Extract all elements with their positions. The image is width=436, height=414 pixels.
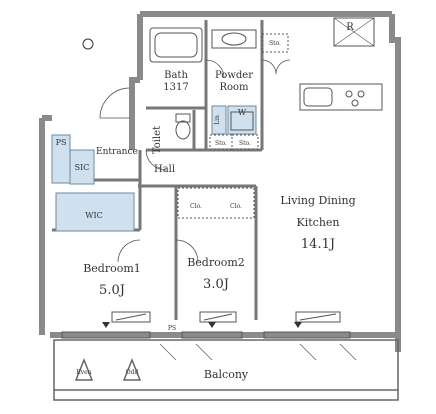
- burner-2: [357, 90, 365, 98]
- north-arrow-icon: [82, 38, 94, 50]
- sink-counter: [211, 29, 257, 49]
- wic-area: [55, 192, 135, 232]
- ldk-size: 14.1J: [301, 237, 335, 252]
- sto-top-label: Sto.: [269, 40, 281, 47]
- burner-3: [351, 99, 359, 107]
- even-label: Even: [76, 369, 91, 376]
- bedroom2-size: 3.0J: [203, 277, 229, 292]
- outer-walls: [39, 11, 401, 352]
- washer-area: [227, 105, 257, 135]
- fixtures: [61, 17, 383, 339]
- balcony-label: Balcony: [204, 368, 249, 381]
- entrance-door-swing[interactable]: [99, 87, 131, 119]
- burner-1: [345, 90, 353, 98]
- bathtub-inner: [154, 32, 198, 58]
- sto-door-swing[interactable]: [261, 59, 291, 75]
- sto-a-label: Sto.: [215, 140, 227, 147]
- powder-line2: Room: [219, 82, 249, 93]
- clo-a-label: Clo.: [190, 203, 202, 210]
- bath-door-swing[interactable]: [205, 59, 225, 79]
- toilet-door-swing[interactable]: [145, 149, 167, 171]
- lin-area: [211, 105, 227, 135]
- room-labels: Bath 1317 Powder Room Toilet Hall Entran…: [83, 70, 355, 381]
- bedroom1-door-swing[interactable]: [117, 239, 141, 263]
- bedroom2-name: Bedroom2: [187, 256, 245, 269]
- ps-bottom-label: PS: [168, 325, 176, 332]
- bath-size: 1317: [163, 82, 188, 93]
- window-bedroom1: [61, 331, 151, 339]
- window-ldk: [263, 331, 351, 339]
- refrigerator-box: [333, 17, 375, 47]
- window-markers: [102, 322, 302, 328]
- entrance-label: Entrance: [96, 147, 138, 157]
- ldk-line2: Kitchen: [297, 216, 340, 229]
- ps-top-label: PS: [56, 138, 67, 147]
- washer-box: [230, 111, 254, 131]
- toilet-bowl: [175, 120, 191, 140]
- clo-b-label: Clo.: [230, 203, 242, 210]
- bedroom2-door-swing[interactable]: [175, 239, 199, 263]
- sto-b-label: Sto.: [239, 140, 251, 147]
- storage-outlines: [177, 33, 289, 219]
- kitchen-sink: [303, 87, 333, 107]
- refrigerator-label: R: [346, 22, 354, 33]
- storage-labels: PS SIC WIC Sto. Sto. Sto. Lin W Clo. Clo…: [56, 40, 281, 332]
- washer-label: W: [238, 108, 247, 117]
- storage-areas: [51, 105, 257, 232]
- sic-label: SIC: [75, 163, 90, 172]
- window-bedroom2: [181, 331, 243, 339]
- powder-line1: Powder: [215, 70, 253, 81]
- toilet-label: Toilet: [152, 126, 163, 154]
- wic-label: WIC: [85, 211, 103, 220]
- marker-labels: R Even Odd: [76, 22, 354, 376]
- sic-area: [69, 149, 95, 185]
- odd-label: Odd: [126, 369, 139, 376]
- balcony-area: [53, 339, 399, 401]
- bath-name: Bath: [164, 70, 188, 81]
- doors: [99, 59, 291, 263]
- odd-hatch-icon: [122, 357, 142, 381]
- hall-label: Hall: [154, 164, 175, 175]
- bedroom1-name: Bedroom1: [83, 262, 141, 275]
- kitchen-counter: [299, 83, 383, 111]
- lin-label: Lin: [214, 115, 221, 125]
- bedroom1-size: 5.0J: [99, 283, 125, 298]
- bathtub: [149, 27, 203, 63]
- sink-basin: [221, 32, 247, 46]
- even-hatch-icon: [74, 357, 94, 381]
- ldk-line1: Living Dining: [280, 194, 355, 207]
- toilet-tank: [175, 113, 191, 123]
